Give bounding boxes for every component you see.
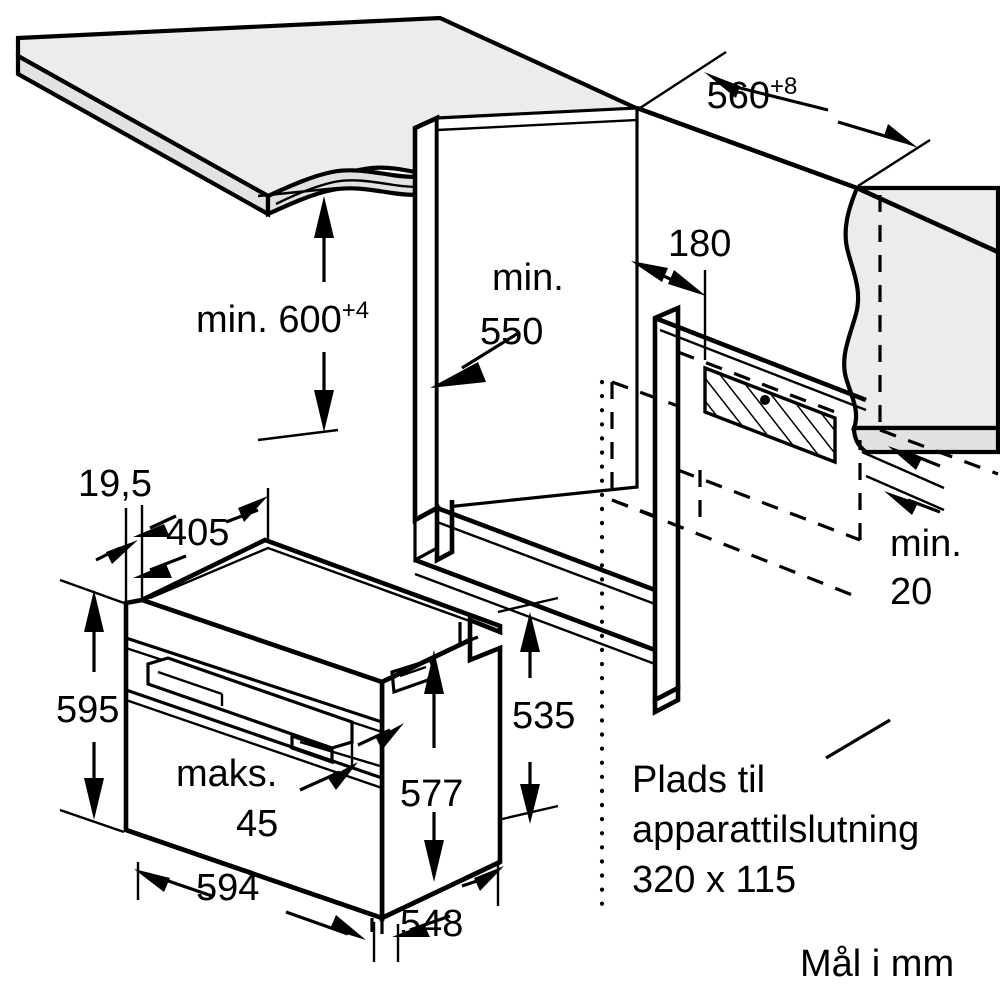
label-body-height: 577 (400, 773, 463, 815)
label-niche-depth: 560+8 (707, 73, 798, 117)
oven-appliance (123, 537, 503, 934)
dimension-niche-width (430, 330, 521, 388)
dimension-socket-offset (631, 170, 707, 360)
label-appliance-depth: 548 (400, 903, 463, 945)
label-appliance-height: 595 (56, 689, 119, 731)
label-rear-gap-line1: min. (890, 523, 962, 565)
label-top-depth: 405 (166, 512, 229, 554)
label-niche-width-line1: min. (492, 257, 564, 299)
note-connection-space-line3: 320 x 115 (632, 859, 796, 901)
dimension-top-depth (133, 488, 270, 578)
dimension-niche-height (257, 186, 339, 442)
dimension-trim-depth (95, 505, 177, 604)
note-connection-space-line2: apparattilslutning (632, 809, 919, 851)
note-units: Mål i mm (800, 943, 954, 985)
dimension-body-height (424, 650, 444, 882)
dimension-niche-depth (639, 50, 931, 188)
label-rear-gap-line2: 20 (890, 571, 932, 613)
label-body-depth-rear: 535 (512, 695, 575, 737)
label-trim-depth: 19,5 (78, 463, 152, 505)
label-socket-offset: 180 (668, 223, 731, 265)
label-door-gap-line2: 45 (236, 803, 278, 845)
dimension-appliance-height (59, 578, 125, 834)
dimension-appliance-width (134, 862, 376, 962)
label-niche-width-line2: 550 (480, 311, 543, 353)
dimension-body-depth-rear (497, 596, 559, 824)
dimension-rear-gap (861, 446, 945, 515)
connection-space-pointer (825, 718, 891, 760)
dimension-appliance-depth (392, 862, 504, 962)
label-appliance-width: 594 (196, 867, 259, 909)
label-door-gap-line1: maks. (176, 753, 277, 795)
dimension-door-gap (299, 722, 404, 792)
note-connection-space-line1: Plads til (632, 759, 765, 801)
label-niche-height: min. 600+4 (196, 297, 369, 341)
cabinet-niche (412, 105, 1000, 716)
